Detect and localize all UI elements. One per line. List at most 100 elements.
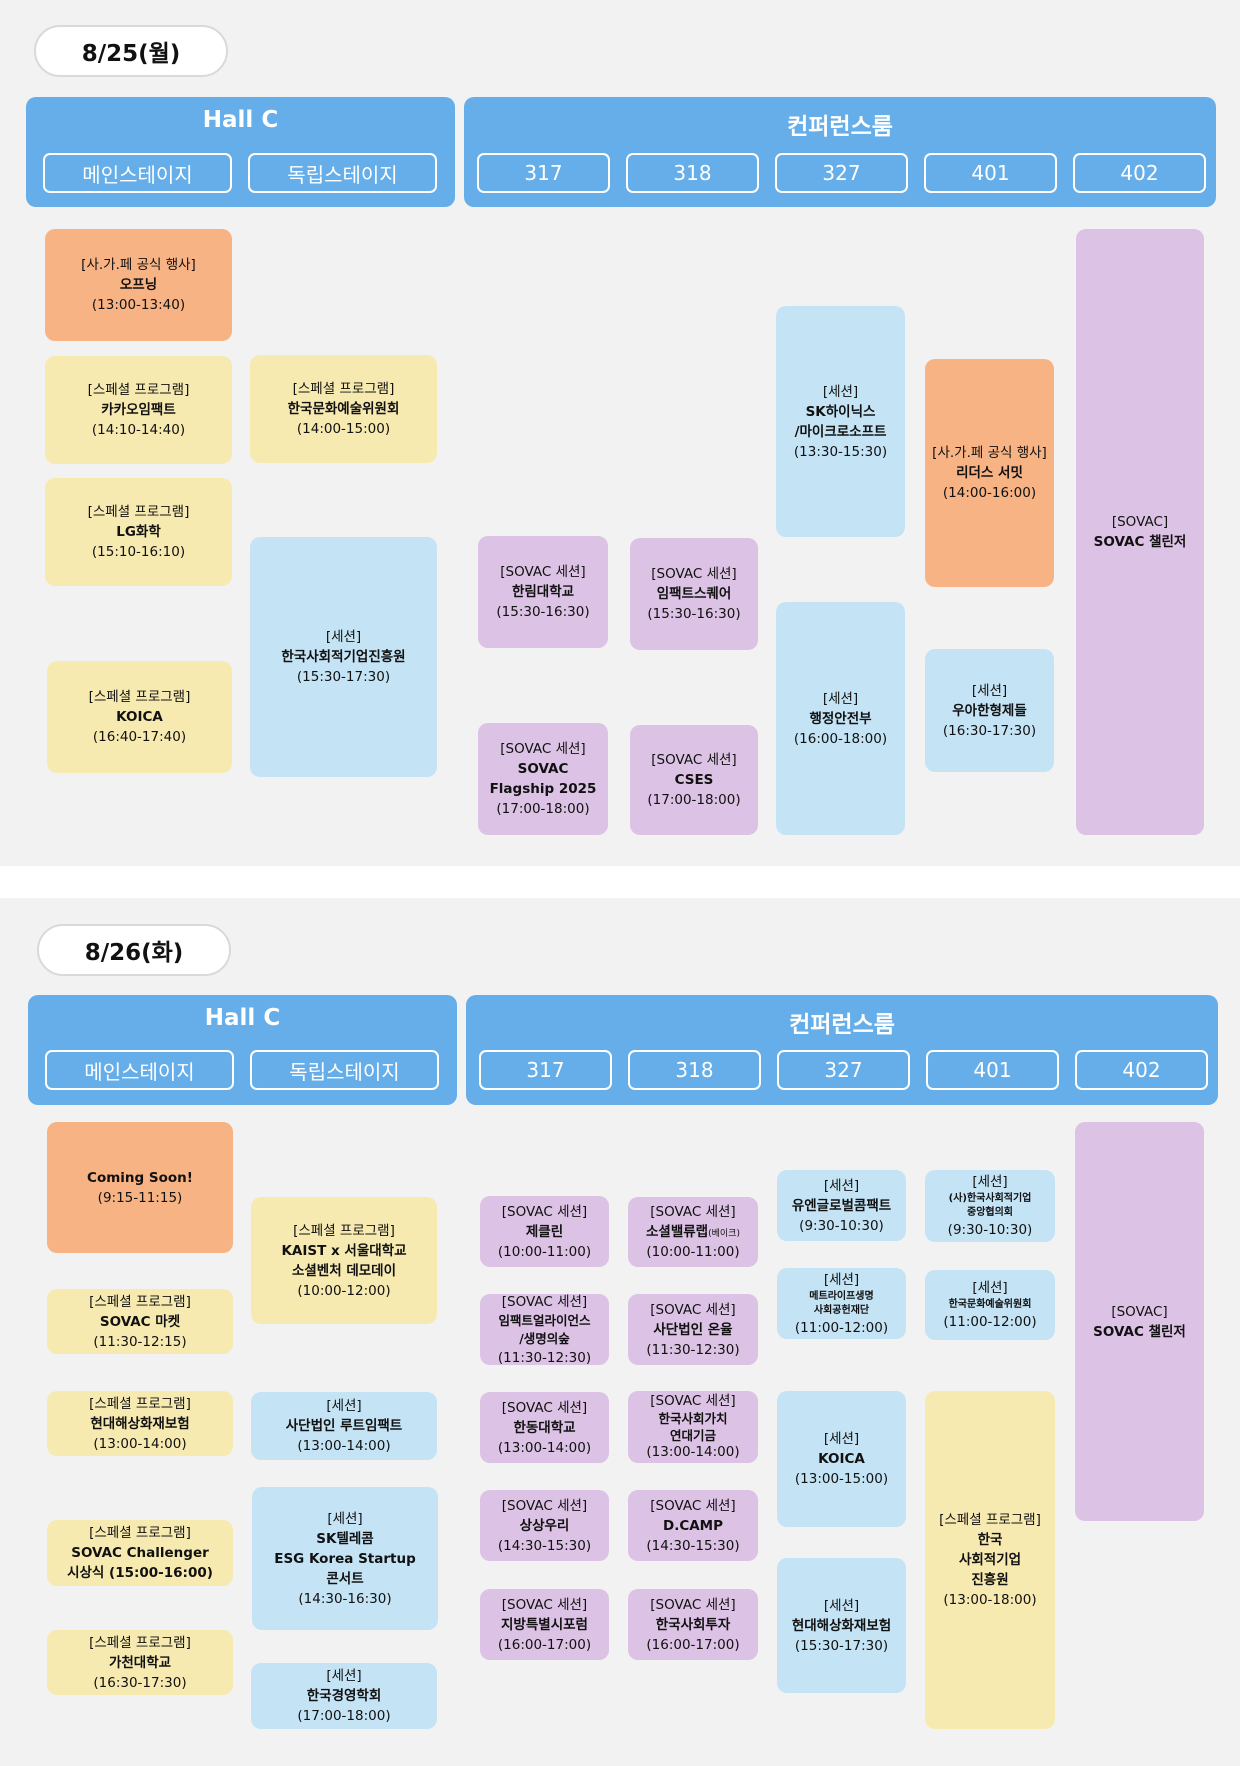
column-room-327: 327: [775, 153, 908, 193]
column-room-402: 402: [1075, 1050, 1208, 1090]
session-type: [세션]: [823, 1271, 860, 1288]
session-type: [SOVAC 세션]: [500, 741, 586, 757]
session-title: 현대해상화재보험: [791, 1617, 892, 1634]
column-room-402: 402: [1073, 153, 1206, 193]
session-card: [세션] 한국경영학회 (17:00-18:00): [251, 1663, 437, 1729]
session-time: (14:00-15:00): [296, 421, 391, 437]
session-time: (13:30-15:30): [793, 443, 888, 460]
session-card: [스페셜 프로그램] 가천대학교 (16:30-17:30): [47, 1630, 233, 1695]
session-time: (11:30-12:15): [93, 1333, 187, 1350]
session-type: [SOVAC 세션]: [651, 566, 737, 582]
column-room-327: 327: [777, 1050, 910, 1090]
session-card: [스페셜 프로그램] 현대해상화재보험 (13:00-14:00): [47, 1391, 233, 1456]
session-type: [스페셜 프로그램]: [292, 381, 395, 397]
session-time: (15:30-17:30): [296, 669, 391, 685]
session-card: [스페셜 프로그램] KAIST x 서울대학교 소셜벤처 데모데이 (10:0…: [251, 1197, 437, 1324]
session-card: [세션] 사단법인 루트임팩트 (13:00-14:00): [251, 1392, 437, 1460]
session-title-note: (베이크): [708, 1229, 740, 1239]
session-title: 상상우리: [519, 1517, 570, 1534]
session-card: [세션] 우아한형제들 (16:30-17:30): [925, 649, 1054, 772]
session-type: [스페셜 프로그램]: [89, 1525, 191, 1541]
session-type: [세션]: [327, 1510, 363, 1527]
session-card: [스페셜 프로그램] KOICA (16:40-17:40): [47, 661, 232, 773]
session-card: [스페셜 프로그램] SOVAC 마켓 (11:30-12:15): [47, 1289, 233, 1354]
session-type: [SOVAC 세션]: [501, 1399, 588, 1416]
session-type: [스페셜 프로그램]: [87, 382, 190, 398]
session-time: (15:30-17:30): [794, 1637, 889, 1654]
session-title: 사단법인 온율: [653, 1321, 733, 1338]
session-title: 한림대학교: [511, 584, 575, 600]
hall-title: Hall C: [202, 107, 279, 133]
session-time: (9:30-10:30): [799, 1217, 884, 1234]
session-title: 한국문화예술위원회: [948, 1299, 1032, 1310]
session-time: (11:00-12:00): [794, 1319, 889, 1336]
session-type: [SOVAC 세션]: [500, 564, 586, 580]
column-independent-stage: 독립스테이지: [248, 153, 437, 193]
session-title: 한국사회투자: [655, 1616, 731, 1633]
session-card: [세션] 한국사회적기업진흥원 (15:30-17:30): [250, 537, 437, 777]
session-type: [세션]: [326, 1668, 362, 1684]
session-time: (14:30-16:30): [298, 1590, 392, 1607]
session-time: (11:30-12:30): [646, 1341, 740, 1358]
session-card: [세션] SK하이닉스 /마이크로소프트 (13:30-15:30): [776, 306, 905, 537]
session-time: (14:30-15:30): [646, 1537, 740, 1554]
session-time: (16:00-18:00): [793, 730, 888, 747]
session-title: 한국 사회적기업 진흥원: [958, 1532, 1022, 1588]
session-time: (9:15-11:15): [97, 1189, 183, 1206]
session-title: SOVAC Challenger: [71, 1545, 209, 1561]
session-type: [스페셜 프로그램]: [89, 1293, 191, 1310]
session-type: [세션]: [325, 629, 362, 645]
session-card: [SOVAC 세션] 한국사회투자 (16:00-17:00): [628, 1589, 758, 1660]
session-type: [SOVAC 세션]: [650, 1596, 736, 1613]
session-type: [세션]: [972, 1280, 1008, 1296]
session-card: [SOVAC 세션] 지방특별시포럼 (16:00-17:00): [480, 1589, 609, 1660]
session-time: (17:00-18:00): [647, 792, 741, 808]
session-card: [세션] SK텔레콤 ESG Korea Startup 콘서트 (14:30-…: [252, 1487, 438, 1630]
session-title: 한동대학교: [513, 1419, 576, 1436]
session-time: (13:00-14:00): [646, 1444, 740, 1460]
column-main-stage: 메인스테이지: [45, 1050, 234, 1090]
session-type: [세션]: [326, 1398, 362, 1414]
session-title: SOVAC 챌린저: [1093, 534, 1187, 550]
session-type: [SOVAC]: [1111, 1303, 1168, 1320]
session-title: SOVAC 마켓: [99, 1313, 181, 1330]
session-title: SK텔레콤 ESG Korea Startup 콘서트: [274, 1530, 416, 1587]
session-time: (11:30-12:30): [497, 1349, 592, 1366]
session-title: 가천대학교: [108, 1654, 172, 1671]
session-card: [스페셜 프로그램] SOVAC Challenger 시상식 (15:00-1…: [47, 1520, 233, 1586]
session-title: 한국사회가치 연대기금: [658, 1411, 728, 1443]
session-type: [세션]: [823, 1431, 860, 1447]
column-independent-stage: 독립스테이지: [250, 1050, 439, 1090]
session-time: (16:00-17:00): [646, 1636, 740, 1653]
column-room-317: 317: [477, 153, 610, 193]
session-type: [스페셜 프로그램]: [89, 1634, 191, 1651]
session-card: [세션] (사)한국사회적기업 중앙협의회 (9:30-10:30): [925, 1170, 1055, 1242]
session-type: [SOVAC 세션]: [650, 1204, 736, 1220]
session-title: LG화학: [116, 524, 161, 540]
session-title: (사)한국사회적기업 중앙협의회: [948, 1193, 1032, 1218]
session-title: KOICA: [818, 1451, 865, 1467]
session-card: [SOVAC 세션] 소셜밸류랩(베이크) (10:00-11:00): [628, 1197, 758, 1267]
session-title: SOVAC 챌린저: [1093, 1323, 1186, 1340]
session-time: (16:30-17:30): [93, 1674, 187, 1691]
session-time: (10:00-12:00): [297, 1282, 391, 1299]
session-card: [SOVAC 세션] CSES (17:00-18:00): [630, 725, 758, 835]
session-card: [SOVAC 세션] 한림대학교 (15:30-16:30): [478, 536, 608, 648]
session-title: 현대해상화재보험: [90, 1415, 190, 1432]
session-card: [세션] 현대해상화재보험 (15:30-17:30): [777, 1558, 906, 1693]
column-room-401: 401: [926, 1050, 1059, 1090]
session-type: [SOVAC 세션]: [501, 1497, 588, 1514]
session-card: [스페셜 프로그램] 한국 사회적기업 진흥원 (13:00-18:00): [925, 1391, 1055, 1729]
session-card: [세션] 유엔글로벌콤팩트 (9:30-10:30): [777, 1170, 906, 1241]
session-title: 지방특별시포럼: [501, 1616, 588, 1633]
session-title: 임팩트얼라이언스 /생명의숲: [498, 1312, 591, 1346]
hall-title: Hall C: [204, 1005, 281, 1031]
session-time: (15:10-16:10): [91, 544, 186, 560]
session-card: [SOVAC 세션] 상상우리 (14:30-15:30): [480, 1490, 609, 1561]
session-title: 리더스 서밋: [956, 465, 1023, 481]
session-type: [SOVAC 세션]: [501, 1596, 588, 1613]
session-type: [스페셜 프로그램]: [88, 689, 191, 705]
column-main-stage: 메인스테이지: [43, 153, 232, 193]
session-type: [SOVAC 세션]: [650, 1301, 736, 1318]
session-title: 사단법인 루트임팩트: [285, 1418, 403, 1434]
